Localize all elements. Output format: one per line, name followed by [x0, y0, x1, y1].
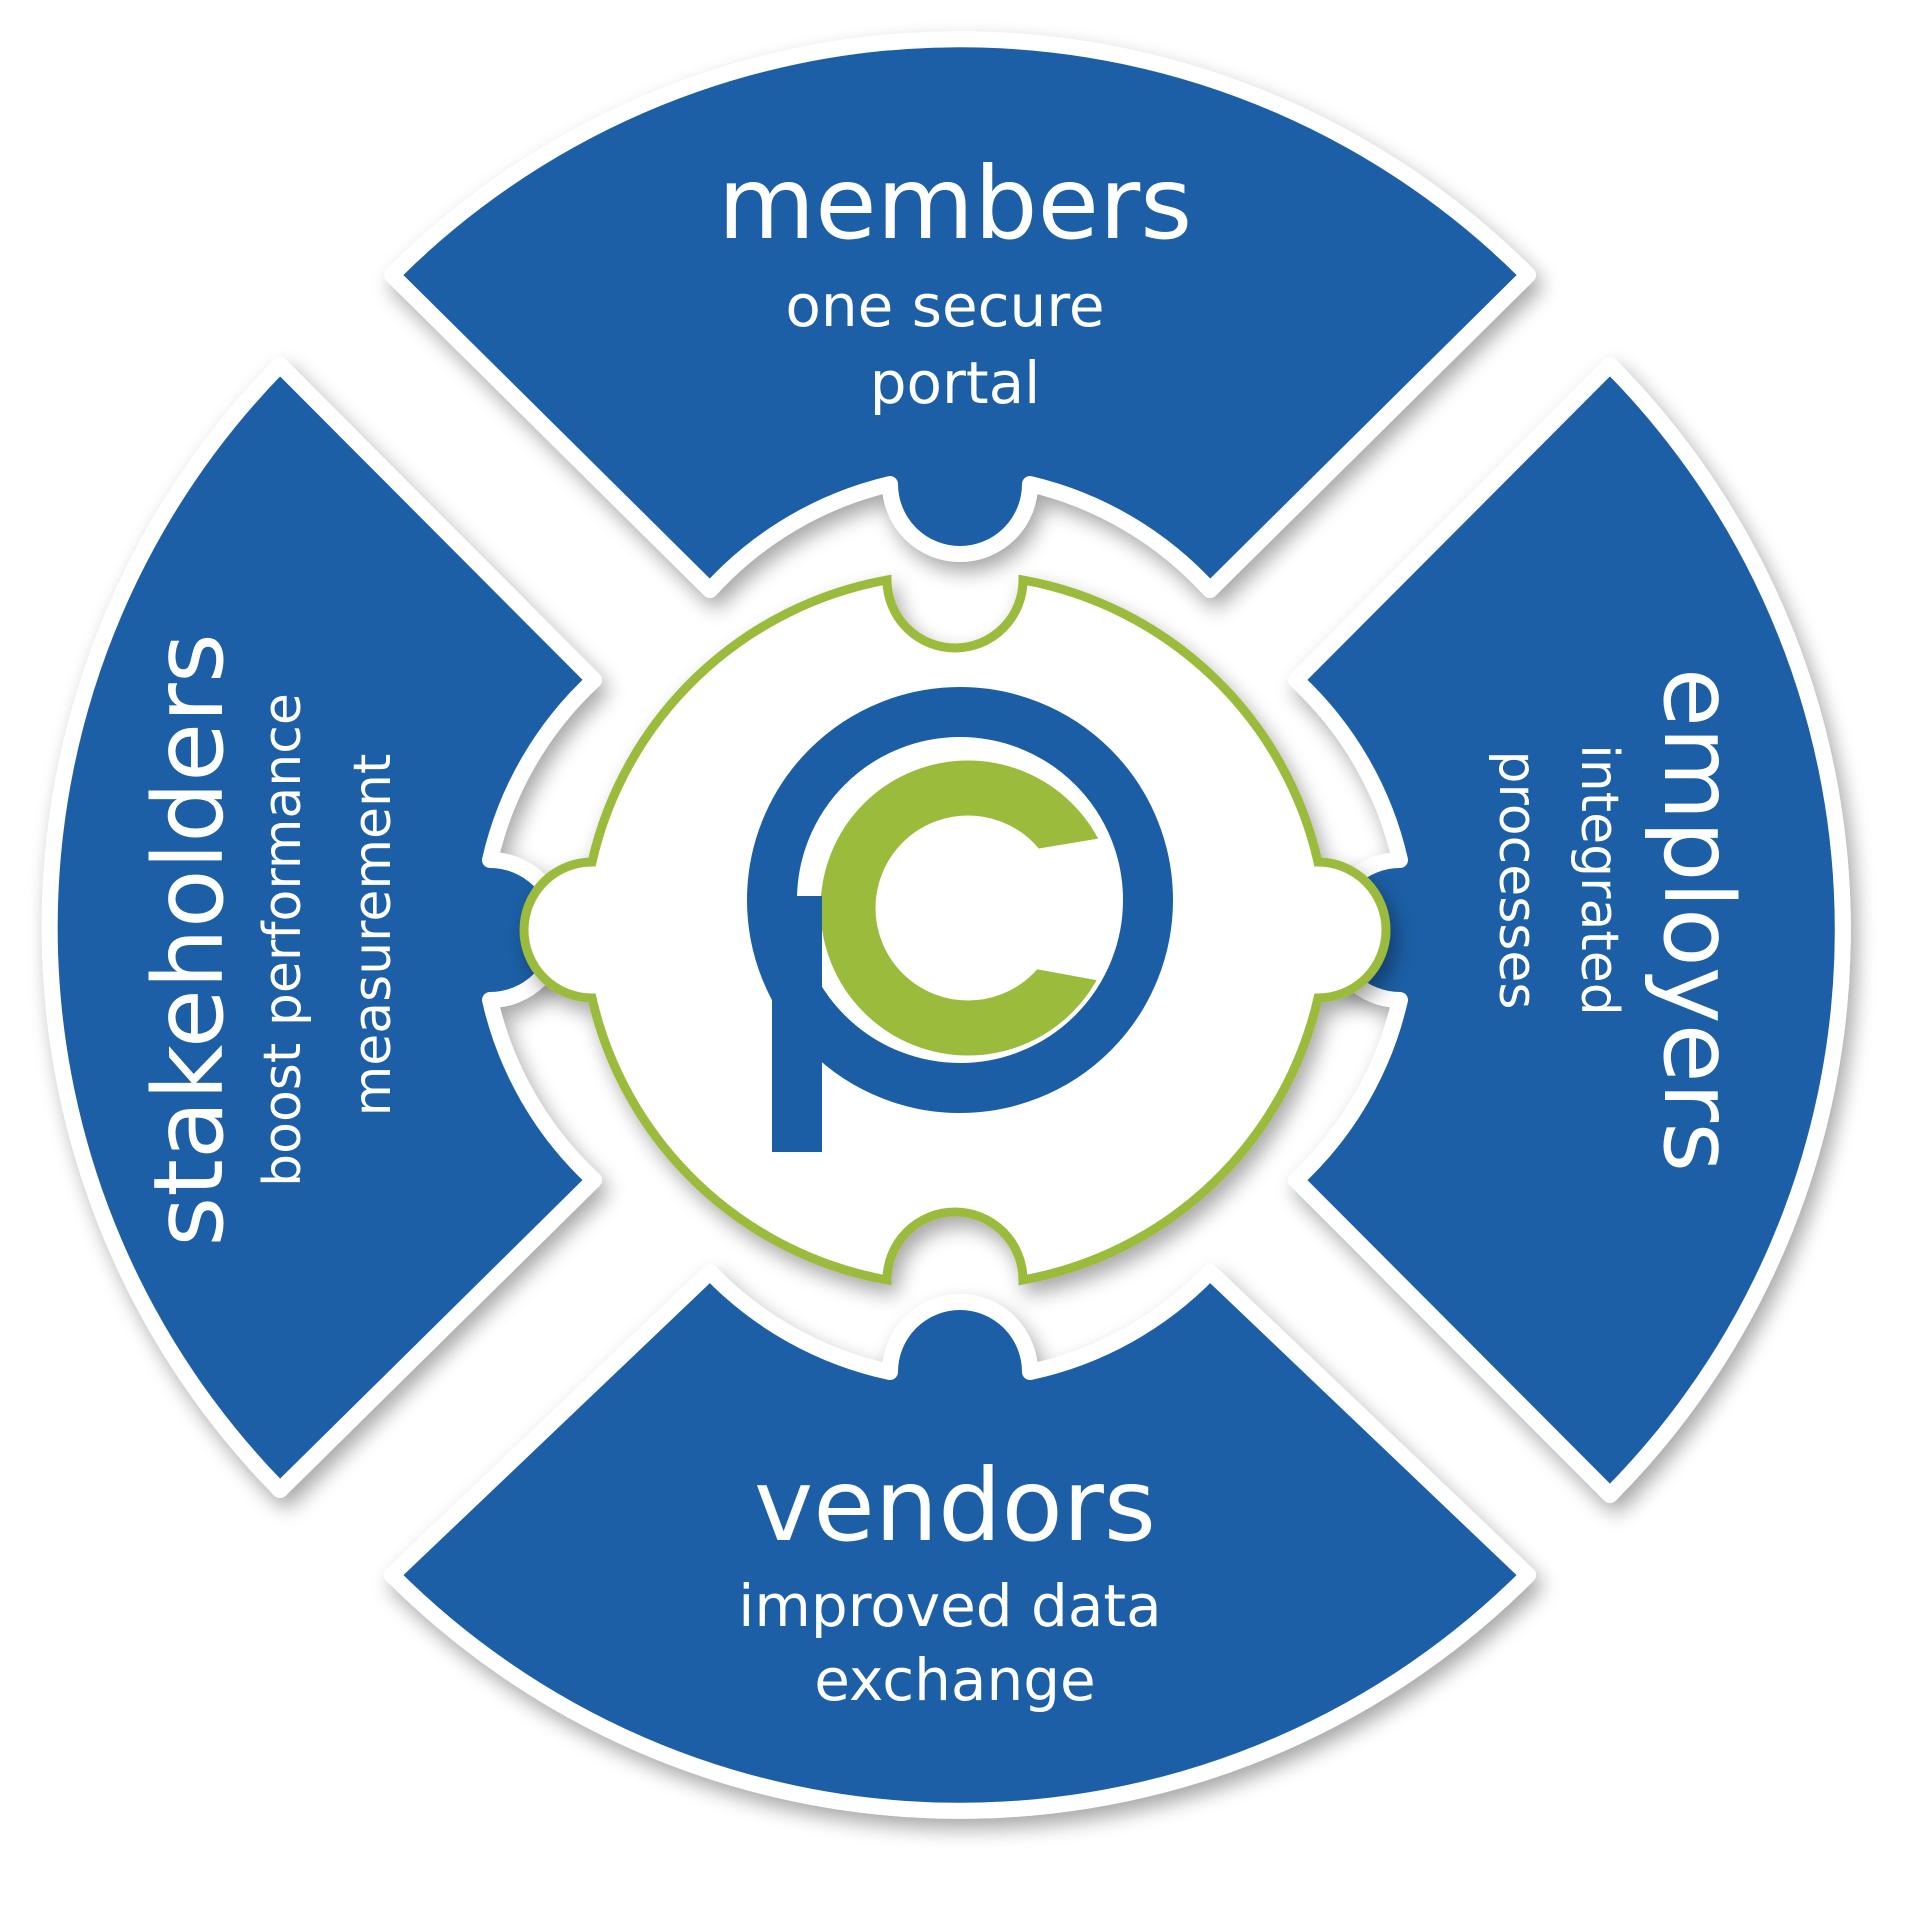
vendors-line2: exchange: [814, 1646, 1095, 1714]
employers-line1: integrated: [1569, 744, 1629, 1015]
segment-vendors: [384, 1264, 1536, 1819]
stakeholders-line2: measurement: [343, 754, 403, 1117]
employers-line2: processes: [1487, 751, 1547, 1010]
segment-stakeholders: [41, 357, 602, 1498]
members-line2: portal: [870, 349, 1041, 417]
center-puzzle-piece: [519, 574, 1391, 1286]
employers-title: employers: [1642, 668, 1754, 1172]
segment-employers: [1288, 357, 1851, 1503]
stakeholders-line1: boost performance: [253, 693, 313, 1187]
vendors-title: vendors: [754, 1447, 1156, 1564]
segment-members: [384, 31, 1536, 598]
stakeholders-title: stakeholders: [133, 633, 245, 1246]
vendors-line1: improved data: [738, 1572, 1161, 1640]
members-title: members: [718, 145, 1193, 262]
members-line1: one secure: [785, 272, 1104, 340]
pc-logo-icon: [747, 687, 1173, 1152]
